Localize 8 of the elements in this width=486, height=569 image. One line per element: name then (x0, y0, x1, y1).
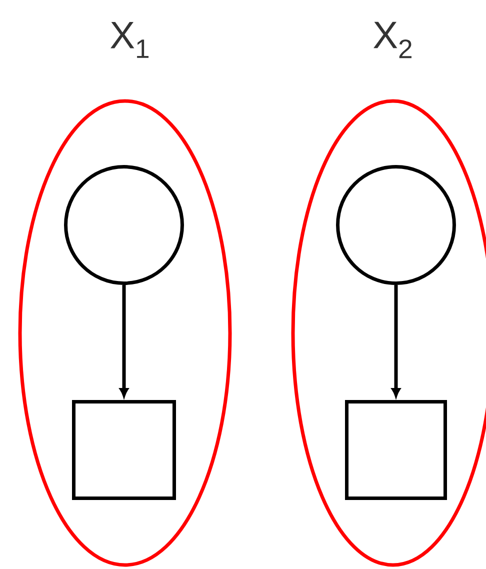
circle-node (64, 165, 184, 285)
arrow (392, 285, 400, 398)
circle-node (336, 165, 456, 285)
arrow (120, 285, 128, 398)
variable-label: X$_{2}$ (374, 22, 412, 58)
variable-label: X$_{1}$ (110, 22, 148, 58)
square-node (72, 400, 176, 500)
square-node (345, 400, 447, 500)
